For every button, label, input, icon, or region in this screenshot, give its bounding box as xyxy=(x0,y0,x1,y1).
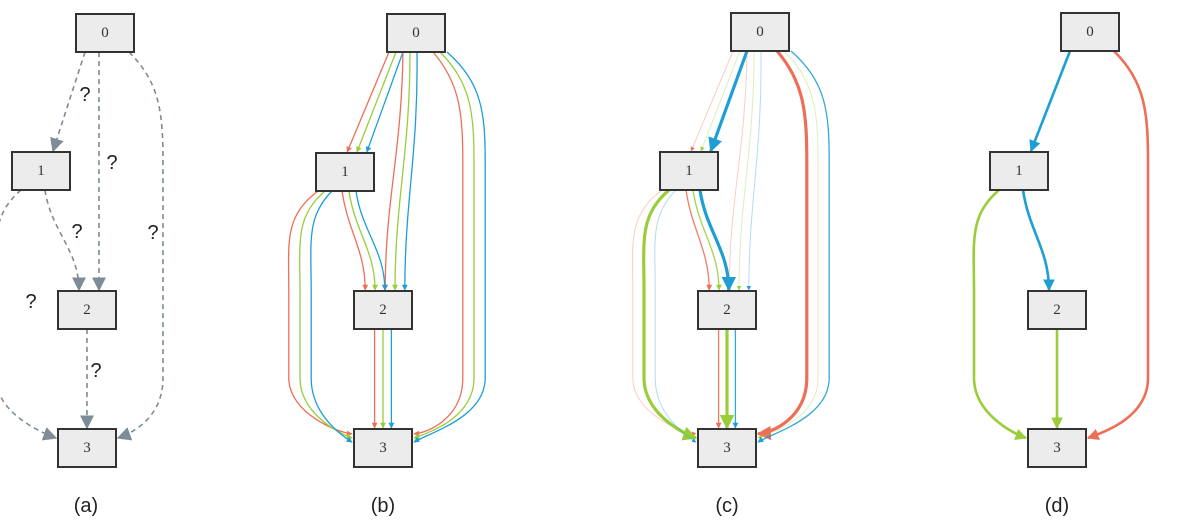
node-label: 0 xyxy=(756,24,764,40)
edge-03-green xyxy=(413,51,475,439)
panel-label-a: (a) xyxy=(74,495,98,517)
node-label: 2 xyxy=(1053,302,1061,318)
node-label: 1 xyxy=(1015,163,1023,179)
node-0: 0 xyxy=(730,12,790,52)
node-label: 2 xyxy=(379,302,387,318)
edge-02-blue xyxy=(401,51,418,291)
edge-01-blue xyxy=(365,51,404,153)
edge-02-blue xyxy=(746,50,762,291)
node-2: 2 xyxy=(57,290,117,330)
node-2: 2 xyxy=(1027,290,1087,330)
node-3: 3 xyxy=(697,428,757,468)
edge-13-red xyxy=(287,190,353,437)
edge-01-red xyxy=(690,50,734,152)
panel-label-b: (b) xyxy=(371,495,395,517)
node-1: 1 xyxy=(659,151,719,191)
node-1: 1 xyxy=(11,151,71,191)
node-label: 0 xyxy=(101,25,109,41)
node-1: 1 xyxy=(989,151,1049,191)
node-2: 2 xyxy=(697,290,757,330)
edge-01-red xyxy=(346,51,390,153)
edge-03-red xyxy=(1086,50,1150,440)
edge-12-red xyxy=(685,189,713,291)
node-label: 0 xyxy=(1086,24,1094,40)
panel-label-d: (d) xyxy=(1045,495,1069,517)
edge-01-blue xyxy=(1029,50,1072,153)
panel-a: ?????? 0 1 2 3 (a) xyxy=(0,13,164,517)
edge-12-red xyxy=(341,190,369,291)
edge-13-green xyxy=(642,188,698,441)
unknown-edge-03 xyxy=(116,51,164,441)
node-label: 1 xyxy=(37,163,45,179)
node-label: 3 xyxy=(723,440,731,456)
node-0: 0 xyxy=(386,13,446,53)
node-1: 1 xyxy=(315,152,375,192)
unknown-edge-label: ? xyxy=(106,152,117,174)
unknown-edge-label: ? xyxy=(90,360,101,382)
node-label: 1 xyxy=(685,163,693,179)
edge-03-red xyxy=(756,49,809,441)
unknown-edge-label: ? xyxy=(79,84,90,106)
edge-01-green xyxy=(356,51,397,153)
edge-13-blue xyxy=(654,189,697,443)
node-3: 3 xyxy=(1027,428,1087,468)
edge-12-green xyxy=(348,190,378,291)
unknown-edge-label: ? xyxy=(25,291,36,313)
edge-13-blue xyxy=(310,190,353,443)
panel-d: 0 1 2 3 (d) xyxy=(972,12,1150,517)
node-0: 0 xyxy=(75,13,135,53)
edge-02-red xyxy=(382,51,404,291)
edge-13-green xyxy=(299,190,353,439)
node-label: 1 xyxy=(341,164,349,180)
panel-c: 0 1 2 3 (c) xyxy=(632,12,830,517)
edge-12-blue xyxy=(1021,189,1055,292)
edge-01-green xyxy=(700,50,741,152)
edge-02-green xyxy=(736,50,755,291)
node-3: 3 xyxy=(353,428,413,468)
unknown-edge-label: ? xyxy=(147,222,158,244)
edge-01-blue xyxy=(708,50,749,153)
unknown-edge-12 xyxy=(44,189,86,292)
edge-03-blue xyxy=(413,51,486,443)
unknown-edge-label: ? xyxy=(71,221,82,243)
edge-03-blue xyxy=(757,50,830,443)
edge-02-red xyxy=(726,50,748,291)
node-2: 2 xyxy=(353,290,413,330)
node-label: 3 xyxy=(83,440,91,456)
edge-12-blue xyxy=(698,189,736,292)
node-label: 2 xyxy=(723,302,731,318)
node-label: 3 xyxy=(1053,440,1061,456)
node-label: 0 xyxy=(412,25,420,41)
edge-02-green xyxy=(392,51,411,291)
unknown-edge-13 xyxy=(0,189,58,441)
edge-13-green xyxy=(972,189,1028,440)
edge-03-red xyxy=(413,51,464,437)
panel-b: 0 1 2 3 (b) xyxy=(287,13,486,517)
node-label: 2 xyxy=(83,302,91,318)
edge-03-green xyxy=(757,50,819,439)
node-label: 3 xyxy=(379,440,387,456)
edge-12-green xyxy=(692,189,722,291)
edge-12-blue xyxy=(355,190,388,291)
node-3: 3 xyxy=(57,428,117,468)
panel-label-c: (c) xyxy=(715,495,738,517)
edge-13-red xyxy=(632,189,697,436)
node-0: 0 xyxy=(1060,12,1120,52)
